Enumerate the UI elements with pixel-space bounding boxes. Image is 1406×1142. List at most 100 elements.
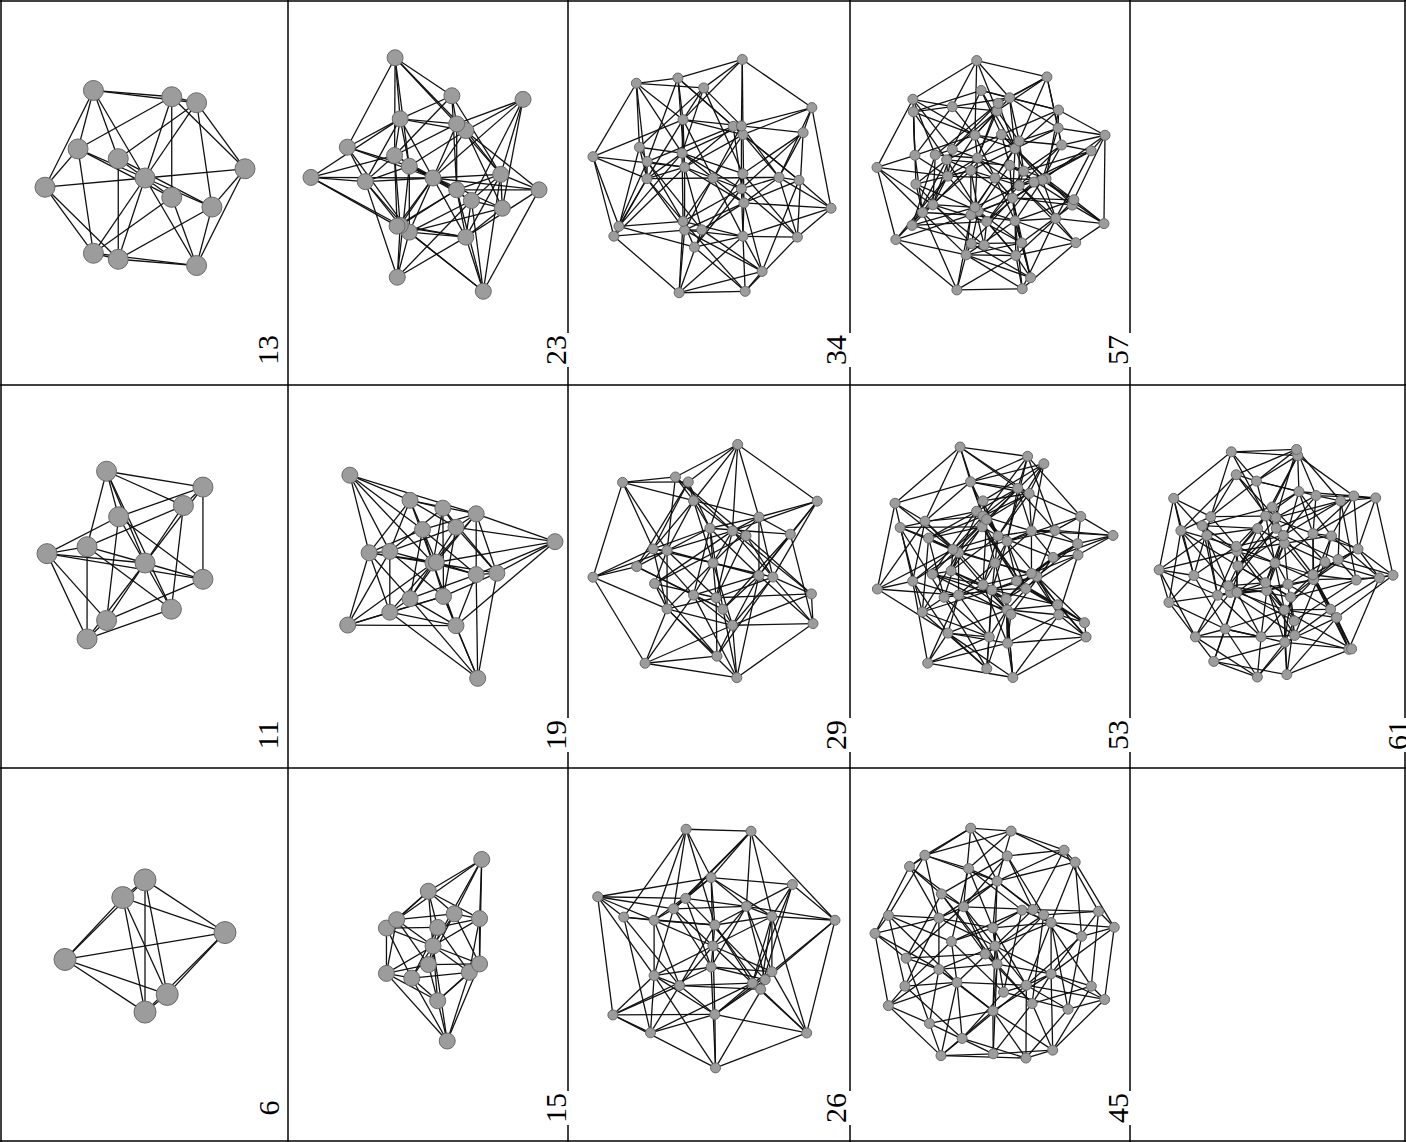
bond-line: [759, 575, 813, 623]
bond-line: [390, 612, 478, 678]
atom-dot: [1209, 656, 1219, 666]
bond-line: [1059, 110, 1105, 135]
atom-dot: [425, 938, 441, 954]
atom-dot: [891, 235, 901, 245]
atom-dot: [1282, 670, 1292, 680]
cluster-drawing: [870, 823, 1119, 1063]
bond-line: [702, 230, 762, 272]
atom-dot: [1294, 487, 1304, 497]
bond-line: [598, 897, 613, 1015]
bond-line: [678, 59, 742, 78]
atom-dot: [990, 173, 1000, 183]
atom-dot: [1008, 672, 1018, 682]
atom-dot: [993, 531, 1003, 541]
bond-line: [93, 197, 171, 253]
bond-line: [1017, 581, 1085, 623]
atom-dot: [1002, 851, 1012, 861]
bond-line: [896, 240, 957, 290]
atom-dot: [1226, 447, 1236, 457]
atom-dot: [910, 150, 920, 160]
bond-line: [93, 90, 118, 158]
bond-line: [65, 933, 225, 960]
bond-line: [951, 869, 968, 942]
bond-line: [779, 108, 812, 178]
bond-line: [457, 190, 484, 291]
bond-line: [119, 487, 203, 517]
bond-line: [87, 609, 171, 639]
bond-line: [614, 162, 647, 237]
bond-line: [613, 1014, 715, 1016]
atom-dot: [475, 283, 491, 299]
bond-line: [939, 918, 995, 946]
bond-line: [941, 894, 997, 964]
bond-line: [1202, 526, 1217, 596]
bond-line: [900, 526, 982, 528]
atom-dot: [1154, 565, 1164, 575]
atom-dot: [964, 864, 974, 874]
bond-line: [951, 928, 993, 942]
bond-line: [145, 178, 212, 207]
atom-dot: [970, 202, 980, 212]
atom-dot: [1026, 273, 1036, 283]
bond-line: [675, 444, 737, 476]
bond-line: [711, 906, 746, 967]
atom-dot: [439, 1033, 455, 1049]
bond-line: [732, 531, 811, 594]
bond-line: [655, 584, 716, 598]
bond-line: [1214, 661, 1258, 677]
bond-line: [395, 155, 457, 189]
atom-dot: [609, 231, 619, 241]
bond-line: [647, 126, 733, 161]
atom-dot: [387, 50, 403, 66]
bond-line: [960, 447, 1027, 456]
atom-dot: [428, 554, 444, 570]
atom-dot: [642, 174, 652, 184]
bond-line: [1074, 135, 1105, 200]
bond-line: [651, 976, 655, 1033]
bond-line: [476, 575, 478, 679]
bond-line: [915, 135, 975, 155]
atom-dot: [1023, 451, 1033, 461]
bond-line: [452, 96, 457, 190]
bond-line: [1325, 562, 1379, 578]
bond-line: [614, 230, 685, 236]
bond-line: [1238, 518, 1276, 566]
atom-dot: [387, 147, 403, 163]
atom-dot: [1071, 238, 1081, 248]
bond-line: [929, 511, 977, 538]
atom-dot: [920, 850, 930, 860]
atom-dot: [448, 519, 464, 535]
bond-line: [732, 444, 737, 530]
cluster-size-label: 45: [1103, 1091, 1133, 1125]
atom-dot: [472, 911, 488, 927]
bond-line: [645, 595, 693, 663]
bond-line: [746, 831, 751, 906]
bond-line: [1001, 135, 1046, 179]
atom-dot: [449, 116, 465, 132]
bond-line: [951, 910, 1022, 941]
bond-line: [710, 528, 723, 609]
atom-dot: [808, 619, 818, 629]
bond-line: [45, 90, 93, 187]
bond-line: [951, 942, 1003, 993]
atom-dot: [193, 569, 213, 589]
bond-line: [443, 527, 455, 596]
atom-dot: [463, 193, 479, 209]
atom-dot: [736, 121, 746, 131]
atom-dot: [468, 506, 484, 522]
bond-line: [1228, 586, 1294, 621]
atom-dot: [402, 591, 418, 607]
atom-dot: [732, 673, 742, 683]
bond-line: [1104, 135, 1105, 223]
bond-line: [941, 1056, 1026, 1058]
bond-line: [1174, 452, 1232, 499]
bond-line: [732, 594, 811, 625]
cluster-size-label: 53: [1103, 718, 1133, 752]
bond-line: [1004, 910, 1022, 992]
atom-dot: [680, 162, 690, 172]
bond-line: [593, 577, 667, 609]
bond-line: [962, 992, 1003, 1038]
atom-dot: [468, 567, 484, 583]
atom-dot: [760, 975, 770, 985]
